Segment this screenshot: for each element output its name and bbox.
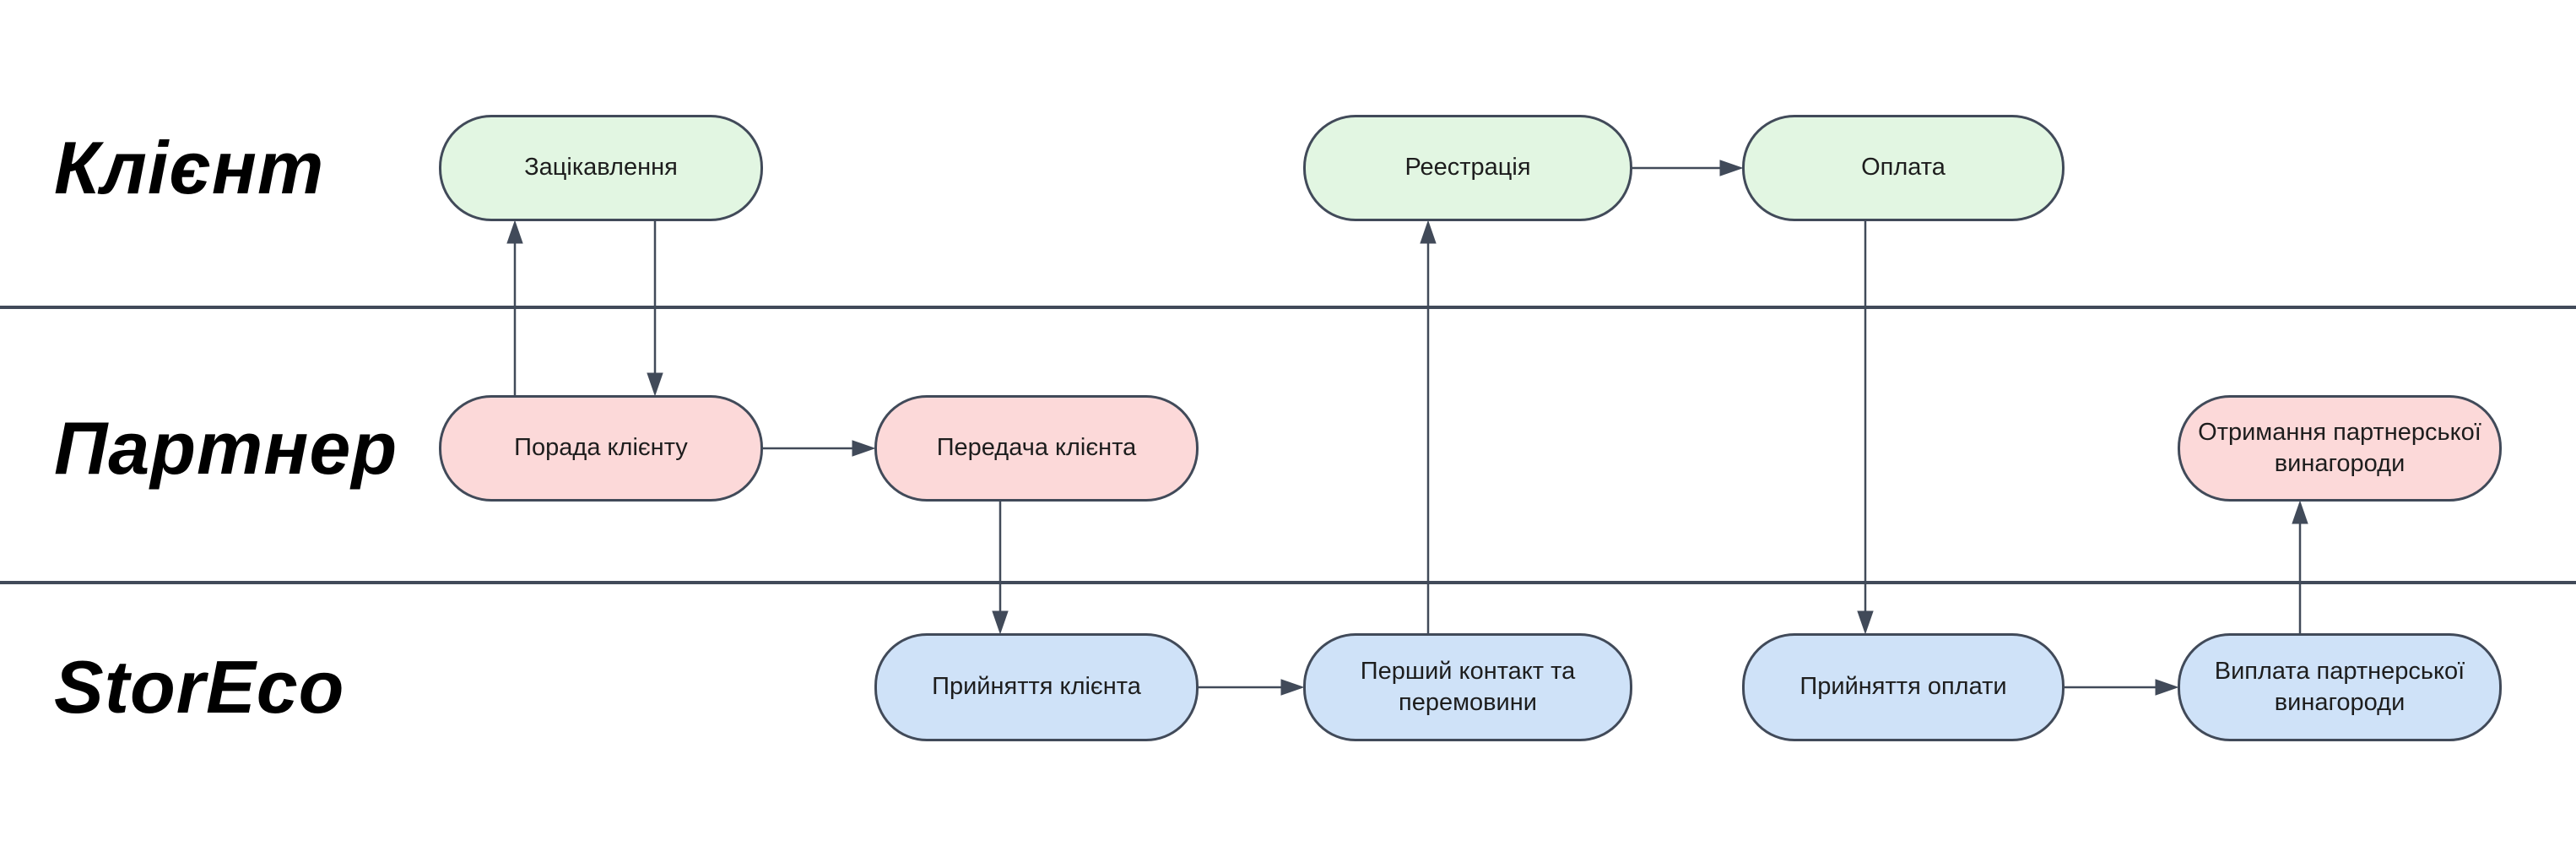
node-reward-payout[interactable]: Виплата партнерської винагороди	[2178, 633, 2502, 741]
lane-label-partner: Партнер	[54, 406, 398, 490]
node-label: Прийняття клієнта	[932, 673, 1141, 701]
node-payment-accept[interactable]: Прийняття оплати	[1742, 633, 2065, 741]
arrow-client-accept-to-first-contact	[1199, 679, 1305, 696]
node-label: Передача клієнта	[936, 434, 1137, 462]
node-label: Отримання партнерської винагороди	[2198, 418, 2481, 477]
arrow-handover-to-client-accept	[992, 502, 1009, 635]
arrow-first-contact-to-registration	[1420, 220, 1437, 633]
node-label: Порада клієнту	[514, 434, 688, 462]
node-payment[interactable]: Оплата	[1742, 115, 2065, 221]
arrow-advice-to-handover	[763, 440, 876, 457]
arrow-payment-accept-to-reward-payout	[2065, 679, 2179, 696]
node-label: Реестрація	[1404, 154, 1531, 182]
node-interest[interactable]: Зацікавлення	[439, 115, 763, 221]
arrow-registration-to-payment	[1632, 160, 1744, 176]
node-handover[interactable]: Передача клієнта	[874, 395, 1199, 502]
node-client-accept[interactable]: Прийняття клієнта	[874, 633, 1199, 741]
node-label: Прийняття оплати	[1799, 673, 2007, 701]
lane-label-storeco: StorEco	[54, 645, 345, 729]
node-label: Зацікавлення	[524, 154, 678, 182]
lane-divider-partner-storeco	[0, 581, 2576, 584]
lane-divider-client-partner	[0, 306, 2576, 309]
node-first-contact[interactable]: Перший контакт та перемовини	[1303, 633, 1632, 741]
node-reward-receive[interactable]: Отримання партнерської винагороди	[2178, 395, 2502, 502]
node-label: Перший контакт та перемовини	[1360, 657, 1576, 716]
lane-label-client: Клієнт	[54, 126, 325, 209]
arrow-reward-payout-to-reward-receive	[2292, 500, 2308, 633]
node-advice[interactable]: Порада клієнту	[439, 395, 763, 502]
node-label: Виплата партнерської винагороди	[2214, 657, 2465, 716]
node-label: Оплата	[1861, 154, 1946, 182]
node-registration[interactable]: Реестрація	[1303, 115, 1632, 221]
arrow-payment-to-payment-accept	[1857, 221, 1874, 635]
